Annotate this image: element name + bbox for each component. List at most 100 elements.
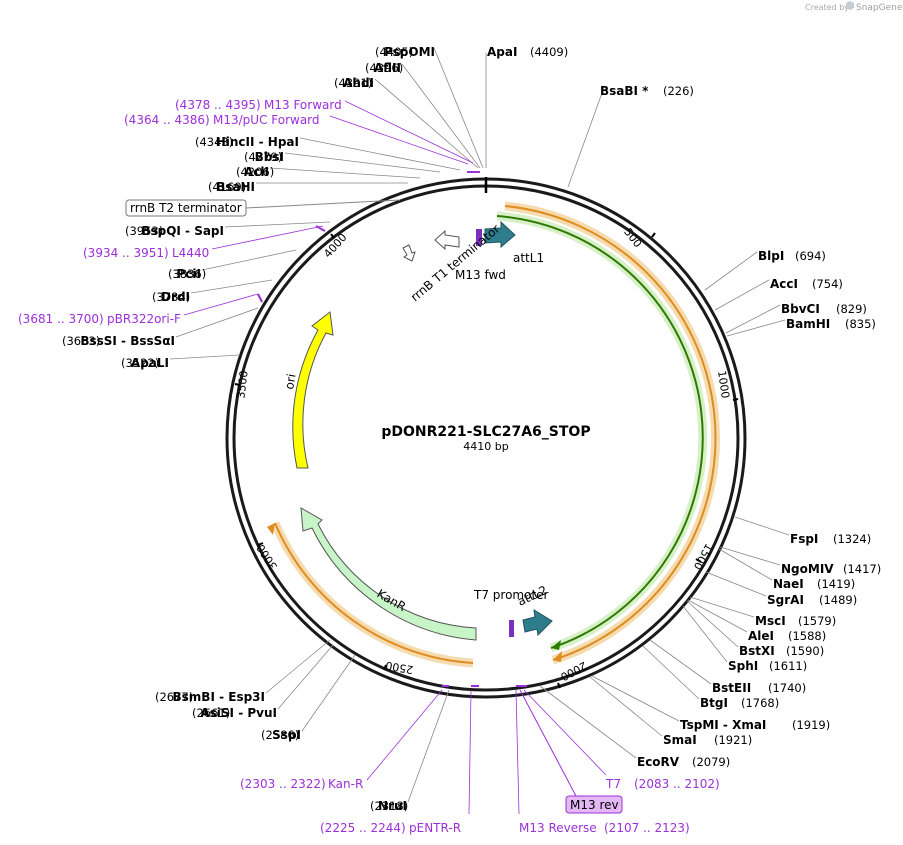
enzyme-name: BlpI xyxy=(758,249,784,263)
enzyme-site-btgi[interactable]: (1768) BtgI xyxy=(700,696,779,710)
enzyme-name: BstXI xyxy=(739,644,775,658)
primer-m13-forward[interactable]: (4378 .. 4395)M13 Forward xyxy=(175,98,342,112)
enzyme-leader-lines xyxy=(169,47,790,803)
attl2-arrow xyxy=(522,609,553,637)
primer-m13-reverse[interactable]: (2107 .. 2123)M13 Reverse xyxy=(519,821,690,835)
primer-position: (2107 .. 2123) xyxy=(604,821,690,835)
enzyme-site-ecorv[interactable]: (2079)EcoRV xyxy=(637,755,730,769)
enzyme-site-msci[interactable]: (1579)MscI xyxy=(755,614,836,628)
enzyme-site-acli[interactable]: (4206)AclI xyxy=(236,165,274,179)
enzyme-name: BamHI xyxy=(786,317,830,331)
enzyme-position: (4405) xyxy=(375,45,413,59)
primer-position: (4364 .. 4386) xyxy=(124,113,210,127)
enzyme-name: SphI xyxy=(728,659,758,673)
orf-arcs xyxy=(267,201,720,668)
enzyme-position: (1919) xyxy=(792,718,830,732)
enzyme-position: (3953) xyxy=(125,224,163,238)
feature-label-m13-fwd: M13 fwd xyxy=(455,268,506,282)
enzyme-site-sphi[interactable]: (1611) SphI xyxy=(728,659,807,673)
enzyme-position: (4206) xyxy=(236,165,274,179)
rrnb-t2-terminator-box[interactable]: rrnB T2 terminator xyxy=(125,199,401,217)
enzyme-position: (3734) xyxy=(152,290,190,304)
enzyme-site-blpi[interactable]: (694)BlpI xyxy=(758,249,826,263)
enzyme-site-acci[interactable]: (754)AccI xyxy=(770,277,843,291)
primer-name: T7 xyxy=(605,777,621,791)
enzyme-site-tspmi-xmai[interactable]: (1919)TspMI - XmaI xyxy=(680,718,830,732)
enzyme-site-sspi[interactable]: (2586)SspI xyxy=(261,728,301,742)
m13-rev-highlight[interactable]: M13 rev xyxy=(519,689,623,814)
enzyme-name: ApaI xyxy=(487,45,517,59)
enzyme-site-aflii[interactable]: (4396)AflII xyxy=(365,61,403,75)
enzyme-site-naei[interactable]: (1419)NaeI xyxy=(773,577,855,591)
primer-name: pENTR-R xyxy=(409,821,461,835)
enzyme-site-ngomiv[interactable]: (1417)NgoMIV xyxy=(781,562,881,576)
enzyme-site-bsahi[interactable]: (4169)BsaHI xyxy=(208,180,255,194)
enzyme-site-bspqi-sapi[interactable]: (3953)BspQI - SapI xyxy=(125,224,224,238)
enzyme-site-bsabi[interactable]: (226)BsaBI * xyxy=(600,84,694,98)
enzyme-site-pcii[interactable]: (3836)PciI xyxy=(168,267,206,281)
primer-m13-puc-forward[interactable]: (4364 .. 4386)M13/pUC Forward xyxy=(124,113,320,127)
enzyme-site-apai[interactable]: (4409)ApaI xyxy=(487,45,568,59)
enzyme-site-pspomi[interactable]: (4405)PspOMI xyxy=(375,45,435,59)
enzyme-site-bsteii[interactable]: (1740)BstEII xyxy=(712,681,806,695)
enzyme-site-bsssi-bsss-i[interactable]: (3663)BssSI - BssSαI xyxy=(62,334,175,348)
enzyme-site-asisi-pvui[interactable]: (2661)AsiSI - PvuI xyxy=(192,706,277,720)
primer-t7[interactable]: (2083 .. 2102) T7 xyxy=(605,777,720,791)
enzyme-line-fspi xyxy=(734,516,790,536)
enzyme-line-aflii xyxy=(401,63,481,169)
primer-position: (2303 .. 2322) xyxy=(240,777,326,791)
enzyme-line-asisi-pvui xyxy=(277,644,334,710)
enzyme-line-sgrai xyxy=(705,571,767,597)
enzyme-line-hincii-hpai xyxy=(299,137,461,171)
enzyme-name: BsmBI - Esp3I xyxy=(173,690,265,704)
enzyme-site-hincii-hpai[interactable]: (4343)HincII - HpaI xyxy=(195,135,299,149)
tick-label: 3500 xyxy=(234,370,250,399)
enzyme-site-sgrai[interactable]: (1489)SgrAI xyxy=(767,593,857,607)
enzyme-position: (1768) xyxy=(741,696,779,710)
enzyme-position: (1611) xyxy=(769,659,807,673)
primer-position: (2083 .. 2102) xyxy=(634,777,720,791)
backbone xyxy=(225,177,747,699)
enzyme-site-bstxi[interactable]: (1590) BstXI xyxy=(739,644,824,658)
enzyme-site-fspi[interactable]: (1324)FspI xyxy=(790,532,871,546)
enzyme-position: (2677) xyxy=(155,690,193,704)
enzyme-position: (2661) xyxy=(192,706,230,720)
attl1-arrow xyxy=(484,220,516,249)
enzyme-position: (1419) xyxy=(817,577,855,591)
enzyme-labels: (4405)PspOMI (4396)AflII(4391)AhdI (4343)H… xyxy=(62,45,881,813)
enzyme-position: (754) xyxy=(812,277,843,291)
enzyme-site-nrui[interactable]: (2318)NruI xyxy=(370,799,408,813)
enzyme-position: (2318) xyxy=(370,799,408,813)
primer-kan-r[interactable]: (2303 .. 2322)Kan-R xyxy=(240,777,363,791)
enzyme-line-ecorv xyxy=(539,685,637,759)
enzyme-line-naei xyxy=(718,548,773,581)
enzyme-name: FspI xyxy=(790,532,818,546)
enzyme-line-tspmi-xmai xyxy=(591,675,680,722)
feature-label-rrnb-t1-terminator: rrnB T1 terminator xyxy=(408,222,503,305)
enzyme-site-ahdi[interactable]: (4391)AhdI xyxy=(334,76,374,90)
enzyme-site-bamhi[interactable]: (835)BamHI xyxy=(786,317,876,331)
primer-name: L4440 xyxy=(172,246,209,260)
enzyme-site-alei[interactable]: (1588)AleI xyxy=(748,629,826,643)
primer-pentr-r[interactable]: (2225 .. 2244)pENTR-R xyxy=(320,821,461,835)
enzyme-site-smai[interactable]: (1921)SmaI xyxy=(663,733,752,747)
enzyme-name: BtgI xyxy=(700,696,728,710)
enzyme-position: (3663) xyxy=(62,334,100,348)
enzyme-position: (4279) xyxy=(244,150,282,164)
enzyme-site-bbsi[interactable]: (4279)BbsI xyxy=(244,150,284,164)
enzyme-position: (1590) xyxy=(786,644,824,658)
primer-line-t7 xyxy=(523,689,607,776)
enzyme-site-bbvci[interactable]: (829)BbvCI xyxy=(781,302,867,316)
primer-pbr322ori-f[interactable]: (3681 .. 3700)pBR322ori-F xyxy=(18,312,181,326)
enzyme-site-bsmbi-esp3i[interactable]: (2677)BsmBI - Esp3I xyxy=(155,690,265,704)
enzyme-name: BstEII xyxy=(712,681,751,695)
enzyme-line-nrui xyxy=(407,689,450,803)
rrnb-t1-terminator-arrow xyxy=(402,244,416,262)
enzyme-position: (226) xyxy=(663,84,694,98)
enzyme-site-apali[interactable]: (3522)ApaLI xyxy=(121,356,169,370)
primer-l4440[interactable]: (3934 .. 3951)L4440 xyxy=(83,246,209,260)
enzyme-name: SgrAI xyxy=(767,593,804,607)
enzyme-site-drdi[interactable]: (3734)DrdI xyxy=(152,290,190,304)
